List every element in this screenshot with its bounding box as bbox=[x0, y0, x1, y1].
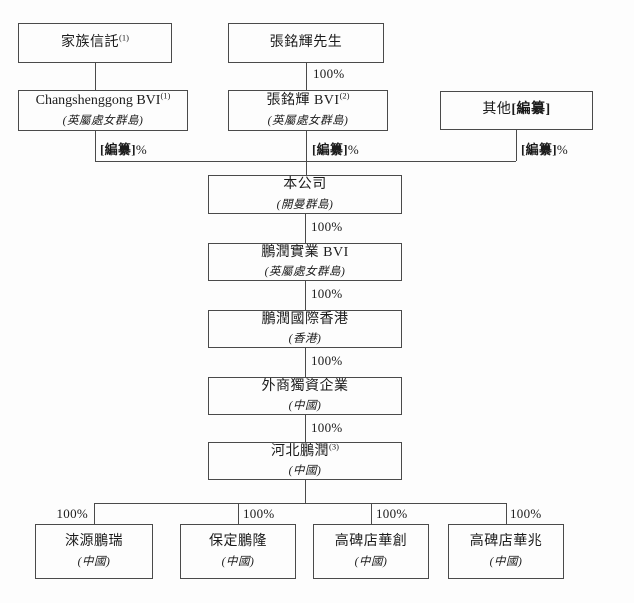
node-title: 鵬潤實業 BVI bbox=[261, 244, 349, 260]
node-jurisdiction: (中國) bbox=[489, 555, 523, 568]
ownership-label: 100% bbox=[376, 506, 408, 521]
node-title: 保定鵬隆 bbox=[209, 534, 267, 550]
connector-to-laiyuan bbox=[94, 503, 95, 524]
ownership-label: 100% bbox=[243, 506, 275, 521]
node-jurisdiction: (開曼群島) bbox=[276, 198, 334, 211]
org-node-changshenggong-bvi: Changshenggong BVI(1) (英屬處女群島) bbox=[18, 90, 188, 131]
ownership-label: 100% bbox=[311, 353, 343, 368]
node-title: 家族信託(1) bbox=[61, 31, 129, 50]
connector-pengrun-bvi-to-pengrun-hk bbox=[305, 281, 306, 310]
connector-to-huazhao bbox=[506, 503, 507, 524]
org-node-zhang-bvi: 張銘輝 BVI(2) (英屬處女群島) bbox=[228, 90, 388, 131]
connector-wfoe-to-hebei bbox=[305, 415, 306, 442]
org-node-gaobeidian-huachuang: 高碑店華創 (中國) bbox=[313, 524, 429, 579]
node-jurisdiction: (中國) bbox=[288, 465, 322, 478]
org-node-wfoe: 外商獨資企業 (中國) bbox=[208, 377, 402, 415]
ownership-label: 100% bbox=[311, 420, 343, 435]
connector-zhang-bvi-to-company bbox=[306, 131, 307, 175]
connector-to-baoding bbox=[238, 503, 239, 524]
ownership-label: 100% bbox=[311, 219, 343, 234]
connector-others-down bbox=[516, 130, 517, 161]
node-jurisdiction: (中國) bbox=[77, 555, 111, 568]
connector-shareholders-bus bbox=[95, 161, 516, 162]
connector-company-to-pengrun-bvi bbox=[305, 214, 306, 243]
node-title: 高碑店華創 bbox=[334, 534, 408, 550]
node-title: 本公司 bbox=[283, 177, 327, 193]
node-title: 鵬潤國際香港 bbox=[261, 311, 349, 327]
connector-family-trust-to-changshenggong bbox=[95, 63, 96, 90]
org-node-gaobeidian-huazhao: 高碑店華兆 (中國) bbox=[448, 524, 564, 579]
org-node-family-trust: 家族信託(1) bbox=[18, 23, 172, 63]
node-jurisdiction: (英屬處女群島) bbox=[264, 266, 346, 279]
ownership-label: [編纂]% bbox=[521, 142, 568, 157]
connector-pengrun-hk-to-wfoe bbox=[305, 348, 306, 377]
node-jurisdiction: (英屬處女群島) bbox=[267, 114, 349, 127]
ownership-label: 100% bbox=[56, 506, 88, 521]
ownership-label: 100% bbox=[311, 286, 343, 301]
org-node-pengrun-industrial-bvi: 鵬潤實業 BVI (英屬處女群島) bbox=[208, 243, 402, 281]
ownership-label: 100% bbox=[510, 506, 542, 521]
node-jurisdiction: (香港) bbox=[288, 333, 322, 346]
connector-changshenggong-down bbox=[95, 131, 96, 161]
node-jurisdiction: (中國) bbox=[221, 555, 255, 568]
connector-to-huachuang bbox=[371, 503, 372, 524]
node-title: 淶源鵬瑞 bbox=[65, 534, 123, 550]
org-node-mr-zhang: 張銘輝先生 bbox=[228, 23, 384, 63]
node-jurisdiction: (英屬處女群島) bbox=[62, 114, 144, 127]
org-node-pengrun-international-hk: 鵬潤國際香港 (香港) bbox=[208, 310, 402, 348]
node-title: 張銘輝先生 bbox=[269, 34, 343, 50]
node-title: 其他[編纂] bbox=[482, 102, 551, 118]
node-title: 外商獨資企業 bbox=[261, 378, 349, 394]
org-node-hebei-pengrun: 河北鵬潤(3) (中國) bbox=[208, 442, 402, 480]
node-jurisdiction: (中國) bbox=[288, 400, 322, 413]
connector-mr-zhang-to-zhang-bvi bbox=[306, 63, 307, 90]
ownership-label: [編纂]% bbox=[312, 142, 359, 157]
ownership-label: 100% bbox=[313, 66, 345, 81]
org-node-company: 本公司 (開曼群島) bbox=[208, 175, 402, 214]
org-node-laiyuan-pengrui: 淶源鵬瑞 (中國) bbox=[35, 524, 153, 579]
connector-hebei-down bbox=[305, 480, 306, 503]
node-title: 高碑店華兆 bbox=[469, 534, 543, 550]
node-title: 河北鵬潤(3) bbox=[271, 440, 339, 459]
org-node-others: 其他[編纂] bbox=[440, 91, 593, 130]
connector-subsidiaries-bus bbox=[94, 503, 506, 504]
node-title: 張銘輝 BVI(2) bbox=[266, 90, 350, 109]
org-node-baoding-penglong: 保定鵬隆 (中國) bbox=[180, 524, 296, 579]
ownership-label: [編纂]% bbox=[100, 142, 147, 157]
node-title: Changshenggong BVI(1) bbox=[35, 90, 171, 109]
node-jurisdiction: (中國) bbox=[354, 555, 388, 568]
